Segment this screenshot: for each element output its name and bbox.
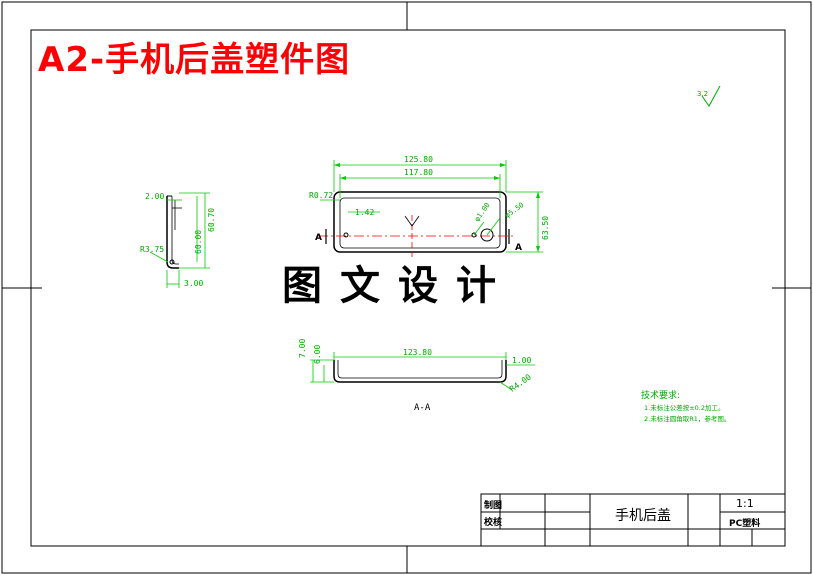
dim-height: 63.50 bbox=[541, 216, 550, 240]
dim-side-height-1: 60.70 bbox=[207, 208, 216, 232]
side-dimension-lines bbox=[149, 192, 210, 288]
gate-mark bbox=[404, 215, 420, 227]
tech-req-heading: 技术要求: bbox=[641, 389, 680, 401]
roughness-symbol bbox=[701, 85, 721, 107]
main-inner-outline bbox=[339, 197, 501, 249]
section-view bbox=[333, 360, 507, 383]
dim-side-height-2: 60.00 bbox=[194, 230, 203, 254]
title-block-material: PC塑料 bbox=[729, 519, 761, 529]
title-block-scale: 1:1 bbox=[736, 497, 754, 510]
large-hole bbox=[480, 228, 494, 242]
watermark: 图文设计 bbox=[282, 263, 514, 309]
drawing-title: A2-手机后盖塑件图 bbox=[38, 40, 351, 80]
main-view bbox=[318, 191, 515, 258]
title-block-drawn: 制图 bbox=[484, 501, 503, 511]
dim-wall-offset: 1.42 bbox=[355, 208, 374, 217]
small-hole bbox=[471, 232, 477, 238]
dim-overall-width: 125.80 bbox=[404, 155, 433, 164]
dim-side-bottom: 3.00 bbox=[184, 279, 203, 288]
main-outline bbox=[333, 191, 507, 253]
dim-side-top: 2.00 bbox=[145, 192, 164, 201]
dim-hole-large: φ5.50 bbox=[504, 201, 526, 220]
dim-bottom-width: 123.80 bbox=[403, 348, 432, 357]
dim-inner-width: 117.80 bbox=[404, 168, 433, 177]
title-block-part-name: 手机后盖 bbox=[615, 508, 671, 524]
section-marker-left: A bbox=[315, 233, 322, 243]
roughness-value: 3.2 bbox=[697, 90, 708, 98]
dim-bottom-height-2: 6.00 bbox=[313, 345, 322, 364]
side-view bbox=[166, 195, 182, 269]
left-hole bbox=[343, 232, 349, 238]
dim-bottom-thickness: 1.00 bbox=[512, 356, 531, 365]
dim-hole-small: φ1.00 bbox=[473, 201, 492, 223]
dim-corner-radius: R0.72 bbox=[309, 191, 333, 200]
tech-req-item-1: 1.未标注公差按±0.2加工。 bbox=[644, 403, 725, 412]
main-dimension-arrows bbox=[334, 163, 540, 252]
title-block-checked: 校核 bbox=[484, 518, 503, 528]
section-label: A-A bbox=[414, 403, 431, 413]
section-dimension-lines bbox=[310, 352, 535, 391]
dim-side-radius: R3.75 bbox=[140, 245, 164, 254]
dim-bottom-height-1: 7.00 bbox=[298, 339, 307, 358]
tech-req-item-2: 2.未标注圆角取R1，参考图。 bbox=[644, 414, 730, 423]
main-dimension-lines bbox=[320, 160, 543, 253]
title-block bbox=[480, 493, 786, 547]
section-marker-right: A bbox=[515, 243, 522, 253]
dim-bottom-radius: R4.00 bbox=[508, 372, 533, 393]
